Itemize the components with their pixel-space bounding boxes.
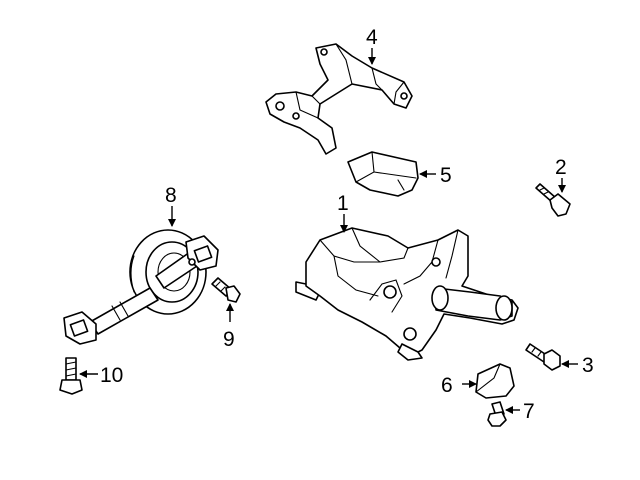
callout-6: 6 xyxy=(441,374,453,397)
callout-7: 7 xyxy=(523,400,535,423)
mounting-bracket-part xyxy=(265,43,413,155)
bolt-part-9 xyxy=(211,277,241,303)
steering-column-part xyxy=(295,227,519,361)
callout-2: 2 xyxy=(555,156,567,179)
cover-part xyxy=(475,363,515,399)
callout-3: 3 xyxy=(582,354,594,377)
callout-labels: 4 5 2 1 8 9 3 6 7 10 xyxy=(100,26,594,423)
control-module-part xyxy=(347,151,419,197)
intermediate-shaft-part xyxy=(63,229,219,345)
bolt-part-3 xyxy=(525,343,561,371)
screw-part-7 xyxy=(487,401,507,427)
callout-10: 10 xyxy=(100,364,123,387)
callout-4: 4 xyxy=(366,26,378,49)
callout-arrows xyxy=(79,48,578,414)
callout-5: 5 xyxy=(440,164,452,187)
callout-9: 9 xyxy=(223,328,235,351)
bolt-part-2 xyxy=(535,183,571,217)
callout-8: 8 xyxy=(165,184,177,207)
bolt-part-10 xyxy=(59,357,83,395)
callout-1: 1 xyxy=(337,192,349,215)
